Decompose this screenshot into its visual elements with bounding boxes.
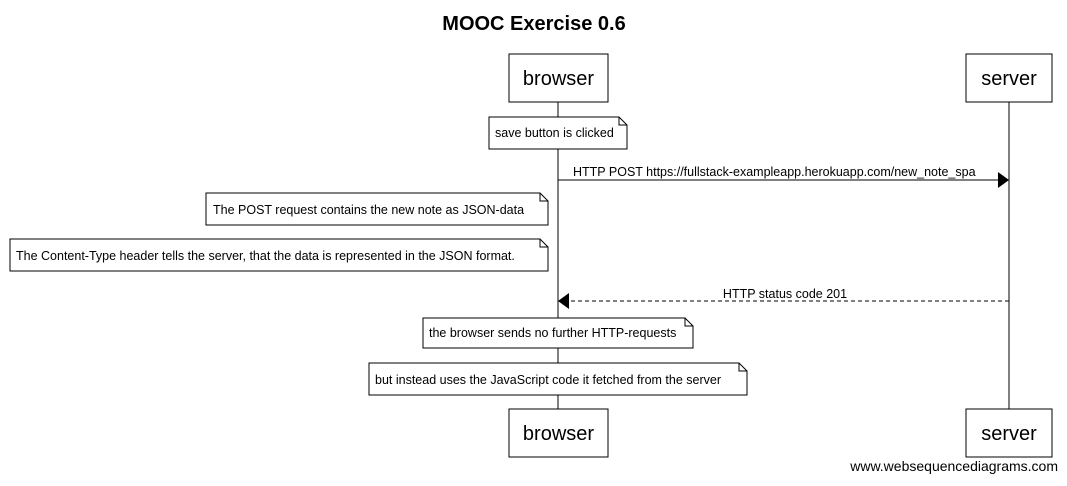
note-javascript-code-text: but instead uses the JavaScript code it …: [375, 373, 721, 387]
participant-browser-top[interactable]: browser: [508, 53, 609, 103]
message-status-201-label: HTTP status code 201: [723, 287, 847, 301]
footer-watermark[interactable]: www.websequencediagrams.com: [849, 458, 1058, 474]
note-content-type: The Content-Type header tells the server…: [9, 238, 549, 272]
note-no-further-requests-text: the browser sends no further HTTP-reques…: [429, 326, 676, 340]
message-status-201: HTTP status code 201: [558, 287, 1009, 309]
message-http-post-label: HTTP POST https://fullstack-exampleapp.h…: [573, 165, 976, 179]
note-save-clicked: save button is clicked: [488, 116, 628, 150]
note-post-json: The POST request contains the new note a…: [205, 192, 549, 226]
message-http-post: HTTP POST https://fullstack-exampleapp.h…: [558, 165, 1009, 188]
note-no-further-requests: the browser sends no further HTTP-reques…: [422, 317, 694, 349]
note-post-json-text: The POST request contains the new note a…: [213, 203, 524, 217]
arrowhead-right-icon: [998, 172, 1009, 188]
arrowhead-left-icon: [558, 293, 569, 309]
participant-browser-bottom[interactable]: browser: [508, 408, 609, 458]
participant-server-bottom[interactable]: server: [965, 408, 1053, 458]
participant-server-top-label: server: [981, 68, 1037, 90]
participant-browser-bottom-label: browser: [523, 423, 594, 445]
note-content-type-text: The Content-Type header tells the server…: [16, 249, 515, 263]
diagram-title: MOOC Exercise 0.6: [442, 13, 625, 35]
participant-server-top[interactable]: server: [965, 53, 1053, 103]
participant-browser-top-label: browser: [523, 68, 594, 90]
note-javascript-code: but instead uses the JavaScript code it …: [368, 362, 748, 396]
note-save-clicked-text: save button is clicked: [495, 126, 614, 140]
participant-server-bottom-label: server: [981, 423, 1037, 445]
